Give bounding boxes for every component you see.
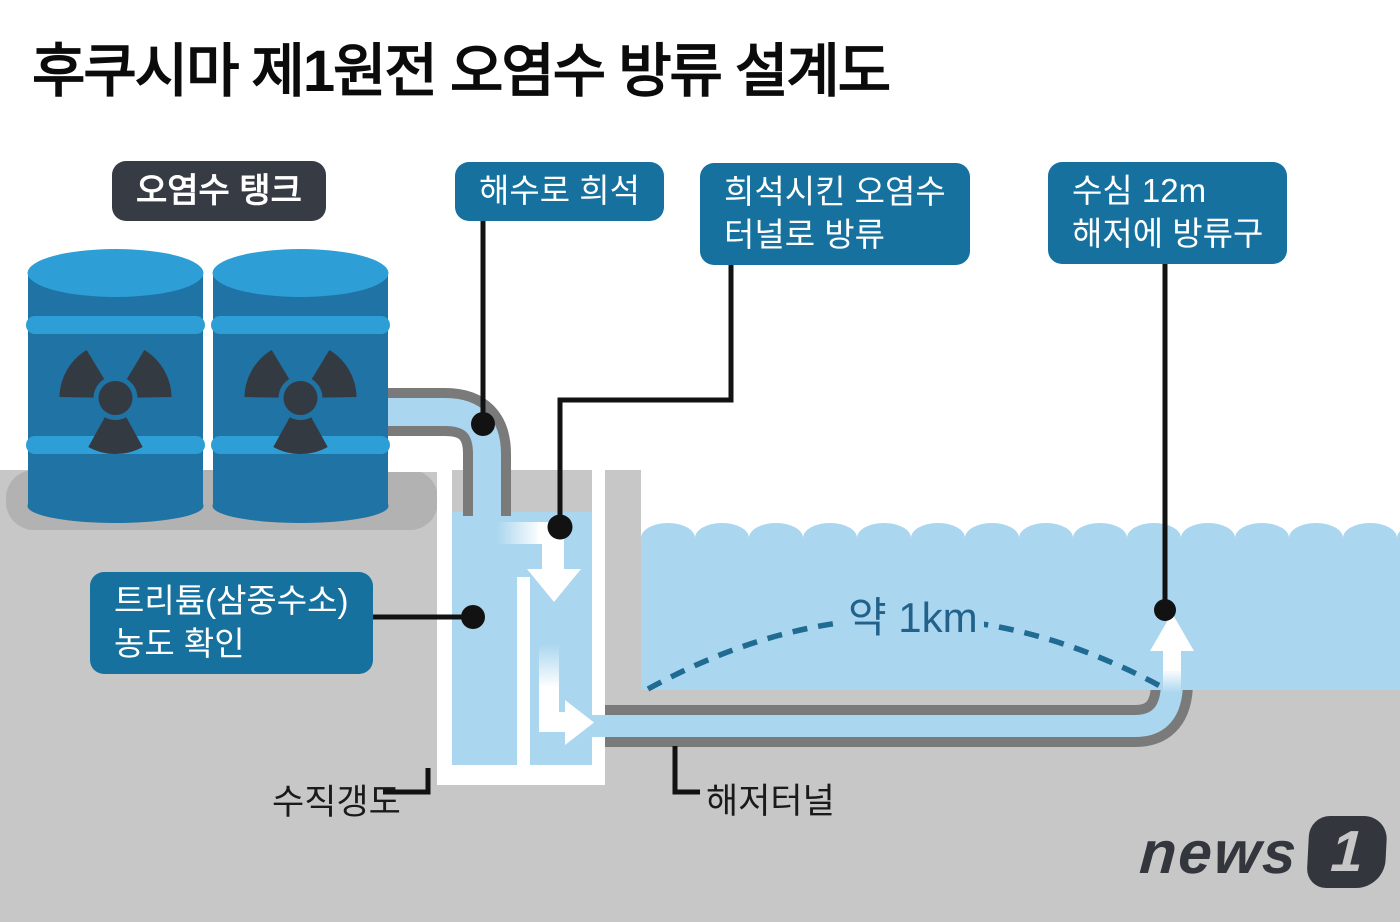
callout-depth-line1: 수심 12m	[1072, 172, 1207, 209]
flow-arrow-right	[539, 644, 594, 745]
leader-undersea-tunnel	[672, 746, 700, 795]
callout-contaminated-water-tank: 오염수 탱크	[112, 161, 326, 222]
news1-logo-text: news	[1137, 818, 1301, 886]
label-undersea-tunnel: 해저터널	[706, 782, 835, 821]
page-title: 후쿠시마 제1원전 오염수 방류 설계도	[32, 39, 891, 104]
pipe-gap	[387, 434, 465, 472]
callout-tritium-line1: 트리튬(삼중수소)	[114, 582, 349, 619]
callout-tritium-line2: 농도 확인	[114, 624, 245, 662]
discharge-arrow	[1150, 613, 1194, 693]
callout-tritium-check: 트리튬(삼중수소) 농도 확인	[90, 572, 373, 674]
callout-dilute-label: 해수로 희석	[479, 172, 640, 209]
waste-tank-right	[211, 249, 390, 523]
news1-logo: news 1	[1137, 816, 1388, 888]
callout-discharge-line1: 희석시킨 오염수	[724, 173, 946, 210]
leader-dots	[461, 412, 1176, 629]
news1-logo-badge: 1	[1306, 816, 1388, 888]
callout-tank-label: 오염수 탱크	[136, 172, 302, 210]
label-distance-1km: 약 1km	[842, 584, 984, 645]
leader-shaft	[383, 768, 431, 795]
sea-water	[641, 523, 1400, 690]
callout-outlet-depth: 수심 12m 해저에 방류구	[1048, 162, 1288, 264]
callout-discharge-through-tunnel: 희석시킨 오염수 터널로 방류	[700, 163, 970, 265]
callout-depth-line2: 해저에 방류구	[1072, 214, 1264, 252]
waste-tank-left	[26, 249, 205, 523]
callout-dilute-with-seawater: 해수로 희석	[455, 162, 664, 221]
radiation-icon	[244, 349, 357, 455]
leader-discharge	[557, 240, 734, 527]
label-vertical-shaft: 수직갱도	[272, 783, 401, 822]
news1-logo-digit: 1	[1329, 819, 1365, 884]
radiation-icon	[59, 349, 172, 455]
callout-discharge-line2: 터널로 방류	[724, 215, 885, 253]
vertical-shaft	[437, 470, 605, 785]
